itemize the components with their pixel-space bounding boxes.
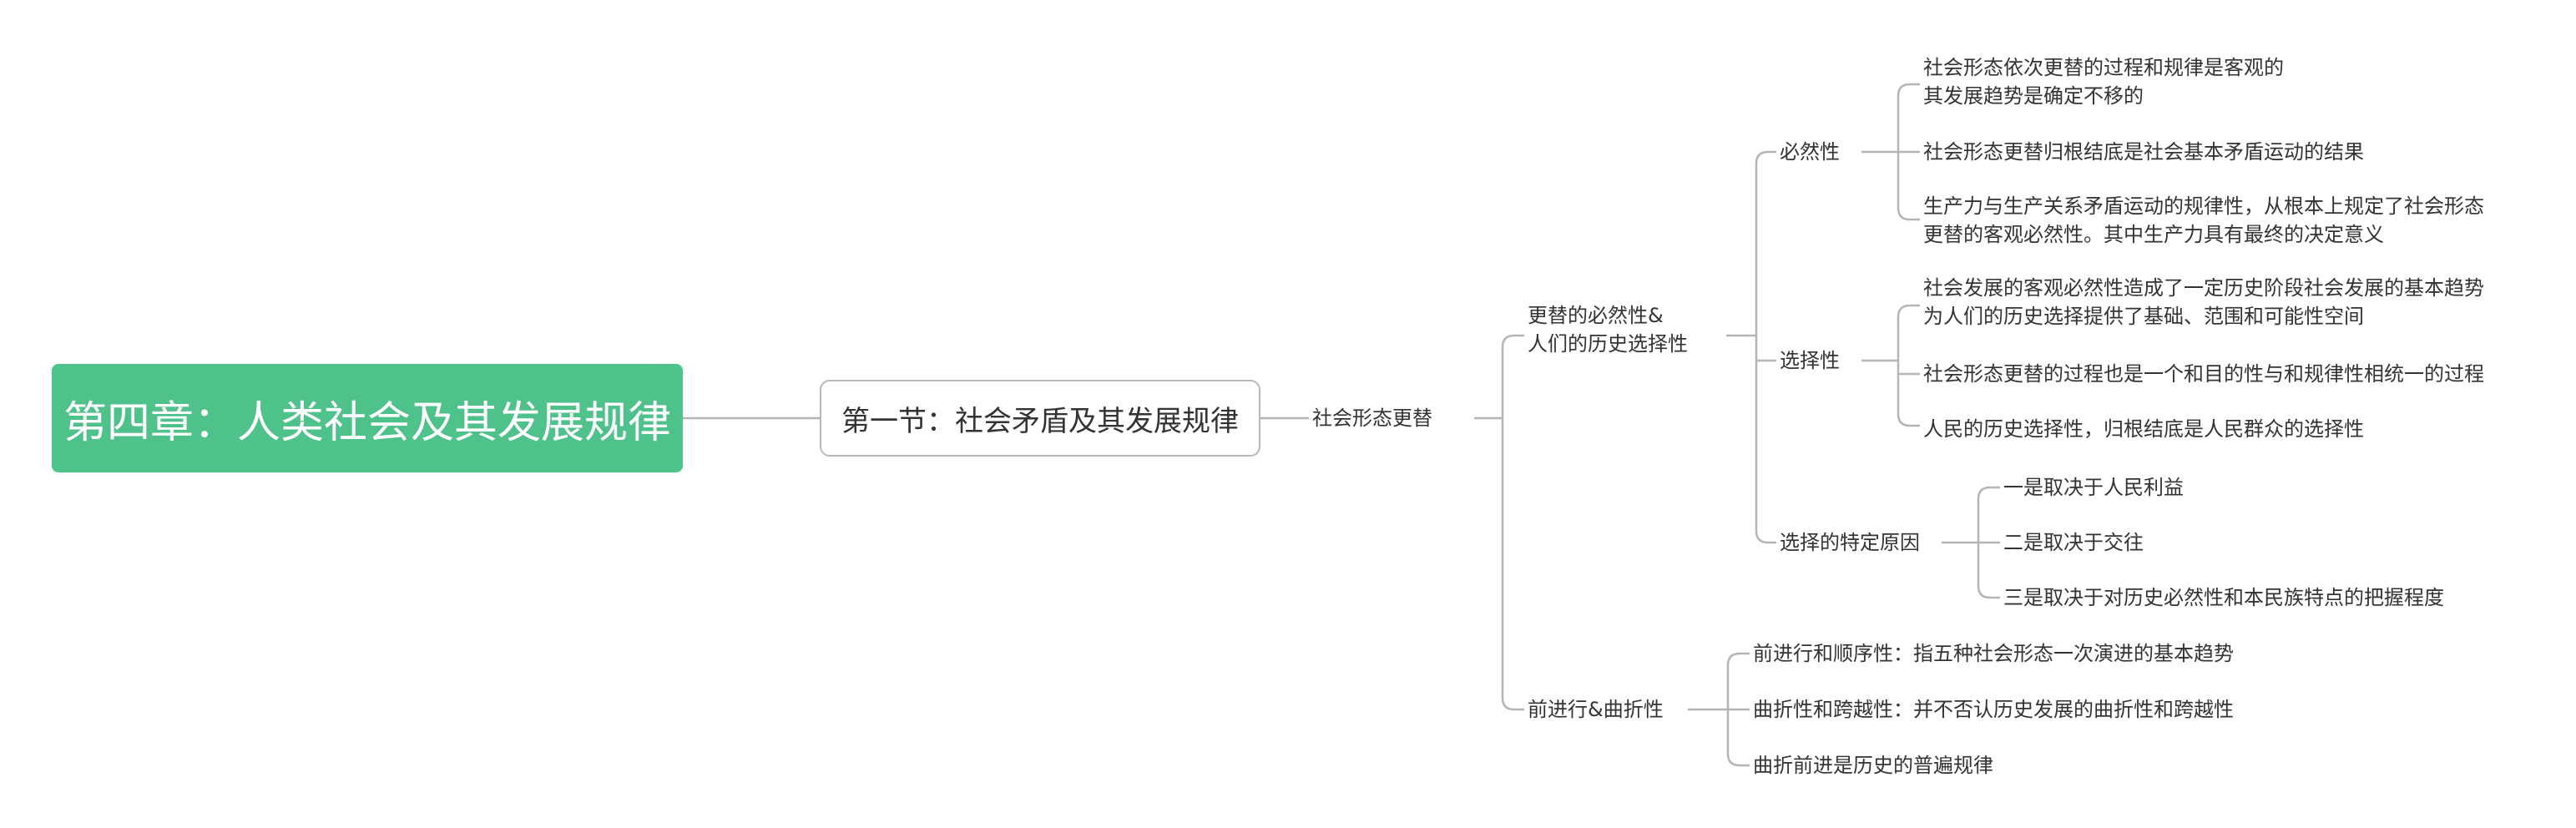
link-topic-branches	[1474, 334, 1524, 711]
item-line: 为人们的历史选择提供了基础、范围和可能性空间	[1923, 305, 2364, 328]
item-line: 更替的客观必然性。其中生产力具有最终的决定意义	[1923, 223, 2384, 246]
topic-node[interactable]: 社会形态更替	[1312, 406, 1432, 430]
link-b1-children	[1726, 150, 1776, 544]
necessity-item-3[interactable]: 生产力与生产关系矛盾运动的规律性，从根本上规定了社会形态 更替的客观必然性。其中…	[1923, 192, 2484, 249]
item-line: 其发展趋势是确定不移的	[1923, 84, 2144, 108]
link-necessity-items	[1861, 83, 1920, 221]
section-topic[interactable]: 第一节：社会矛盾及其发展规律	[820, 380, 1260, 457]
node-necessity[interactable]: 必然性	[1780, 140, 1840, 164]
node-reasons[interactable]: 选择的特定原因	[1780, 531, 1920, 554]
link-reasons-items	[1942, 486, 2000, 599]
item-line: 社会发展的客观必然性造成了一定历史阶段社会发展的基本趋势	[1923, 276, 2484, 300]
root-topic[interactable]: 第四章：人类社会及其发展规律	[52, 364, 683, 472]
progress-item-1[interactable]: 前进行和顺序性：指五种社会形态一次演进的基本趋势	[1753, 642, 2234, 665]
node-choice[interactable]: 选择性	[1780, 349, 1840, 372]
branch-progress-twists[interactable]: 前进行&曲折性	[1528, 698, 1664, 721]
necessity-item-1[interactable]: 社会形态依次更替的过程和规律是客观的 其发展趋势是确定不移的	[1923, 53, 2284, 110]
choice-item-3[interactable]: 人民的历史选择性，归根结底是人民群众的选择性	[1923, 417, 2364, 441]
choice-item-1[interactable]: 社会发展的客观必然性造成了一定历史阶段社会发展的基本趋势 为人们的历史选择提供了…	[1923, 274, 2484, 331]
reasons-item-2[interactable]: 二是取决于交往	[2003, 531, 2144, 554]
progress-item-3[interactable]: 曲折前进是历史的普遍规律	[1753, 754, 1993, 777]
reasons-item-3[interactable]: 三是取决于对历史必然性和本民族特点的把握程度	[2003, 586, 2444, 609]
link-choice-items	[1861, 304, 1920, 427]
root-label: 第四章：人类社会及其发展规律	[63, 397, 671, 448]
choice-item-2[interactable]: 社会形态更替的过程也是一个和目的性与和规律性相统一的过程	[1923, 362, 2484, 386]
item-line: 生产力与生产关系矛盾运动的规律性，从根本上规定了社会形态	[1923, 194, 2484, 218]
item-line: 社会形态依次更替的过程和规律是客观的	[1923, 56, 2284, 79]
branch-line-2: 人们的历史选择性	[1528, 332, 1688, 356]
necessity-item-2[interactable]: 社会形态更替归根结底是社会基本矛盾运动的结果	[1923, 140, 2364, 164]
branch-line-1: 更替的必然性&	[1528, 304, 1664, 327]
section-label: 第一节：社会矛盾及其发展规律	[841, 404, 1239, 438]
progress-item-2[interactable]: 曲折性和跨越性：并不否认历史发展的曲折性和跨越性	[1753, 698, 2234, 721]
reasons-item-1[interactable]: 一是取决于人民利益	[2003, 476, 2184, 499]
branch-necessity-choice[interactable]: 更替的必然性& 人们的历史选择性	[1528, 301, 1688, 358]
link-b2-items	[1688, 652, 1750, 767]
